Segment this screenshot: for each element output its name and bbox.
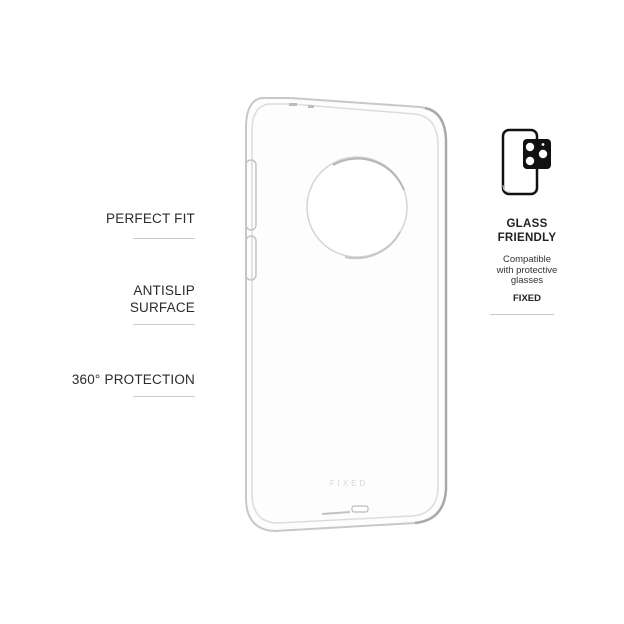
divider: [133, 238, 195, 239]
divider: [133, 324, 195, 325]
title-line-2: FRIENDLY: [497, 232, 557, 244]
description-line-1: Compatible: [502, 254, 552, 265]
feature-360-protection: 360° PROTECTION: [71, 371, 195, 397]
feature-label-line-1: ANTISLIP: [133, 283, 195, 298]
feature-label: 360° PROTECTION: [71, 372, 195, 387]
case-logo: FIXED: [330, 479, 369, 488]
phone-camera-protector-icon: [501, 128, 551, 196]
description-line-2: with protective: [496, 264, 558, 276]
description-line-3: glasses: [510, 275, 544, 286]
title-line-1: GLASS: [506, 218, 548, 230]
divider: [490, 314, 554, 315]
brand-name: FIXED: [513, 293, 541, 304]
feature-label: PERFECT FIT: [106, 211, 195, 226]
feature-antislip-surface: ANTISLIP SURFACE: [129, 282, 195, 325]
feature-label-line-2: SURFACE: [129, 300, 195, 315]
feature-perfect-fit: PERFECT FIT: [106, 210, 195, 239]
glass-friendly-feature: GLASS FRIENDLY Compatible with protectiv…: [482, 0, 572, 624]
divider: [133, 396, 195, 397]
glass-friendly-title: GLASS FRIENDLY: [482, 217, 572, 245]
glass-friendly-description: Compatible with protective glasses: [482, 254, 572, 287]
